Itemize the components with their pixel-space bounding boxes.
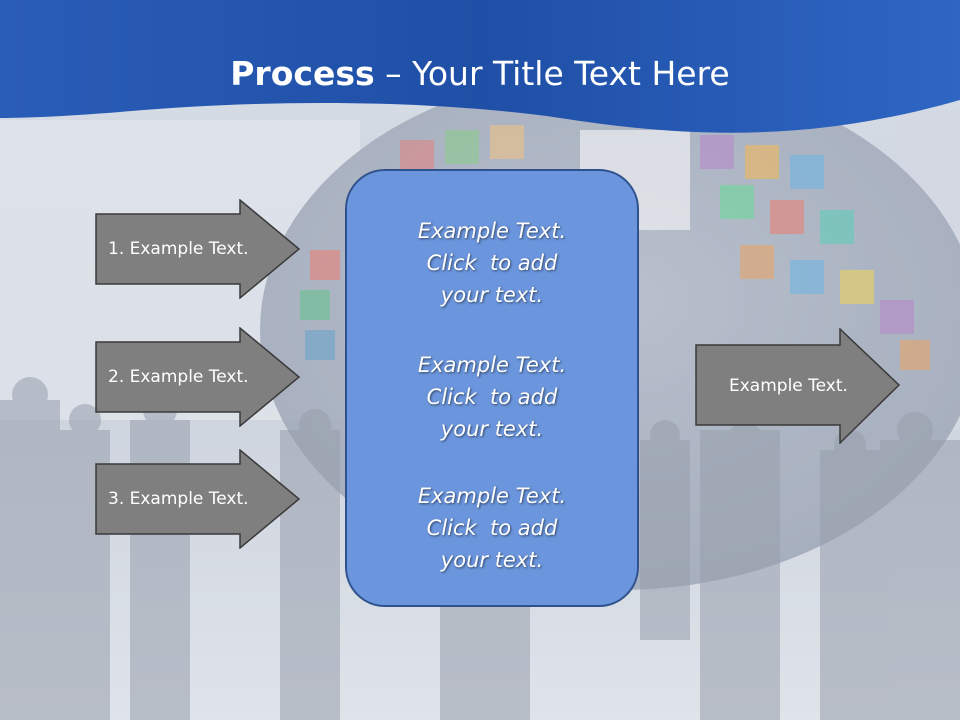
arrow-shape xyxy=(95,327,301,427)
arrow-shape xyxy=(95,449,301,549)
slide-title: Process – Your Title Text Here xyxy=(0,52,960,96)
center-text-block-1[interactable]: Example Text. Click to add your text. xyxy=(347,215,637,311)
center-text-block-3[interactable]: Example Text. Click to add your text. xyxy=(347,480,637,576)
center-text-panel[interactable]: Example Text. Click to add your text. Ex… xyxy=(345,169,639,607)
right-arrow-label: Example Text. xyxy=(729,376,848,396)
left-arrow-2[interactable]: 2. Example Text. xyxy=(95,327,301,427)
block-line: your text. xyxy=(440,417,544,441)
block-line: Click to add xyxy=(426,385,558,409)
center-text-block-2[interactable]: Example Text. Click to add your text. xyxy=(347,349,637,445)
left-arrow-label: 3. Example Text. xyxy=(108,489,249,509)
left-arrow-label: 2. Example Text. xyxy=(108,367,249,387)
block-line: Example Text. xyxy=(417,484,567,508)
block-line: your text. xyxy=(440,548,544,572)
arrow-shape xyxy=(95,199,301,299)
block-line: Example Text. xyxy=(417,353,567,377)
left-arrow-1[interactable]: 1. Example Text. xyxy=(95,199,301,299)
arrow-shape xyxy=(695,328,901,444)
block-line: your text. xyxy=(440,283,544,307)
left-arrow-3[interactable]: 3. Example Text. xyxy=(95,449,301,549)
block-line: Click to add xyxy=(426,516,558,540)
block-line: Click to add xyxy=(426,251,558,275)
header-band xyxy=(0,0,960,133)
slide-title-bold: Process xyxy=(230,54,375,93)
block-line: Example Text. xyxy=(417,219,567,243)
slide-title-rest: – Your Title Text Here xyxy=(374,54,730,93)
left-arrow-label: 1. Example Text. xyxy=(108,239,249,259)
right-arrow[interactable]: Example Text. xyxy=(695,328,901,444)
